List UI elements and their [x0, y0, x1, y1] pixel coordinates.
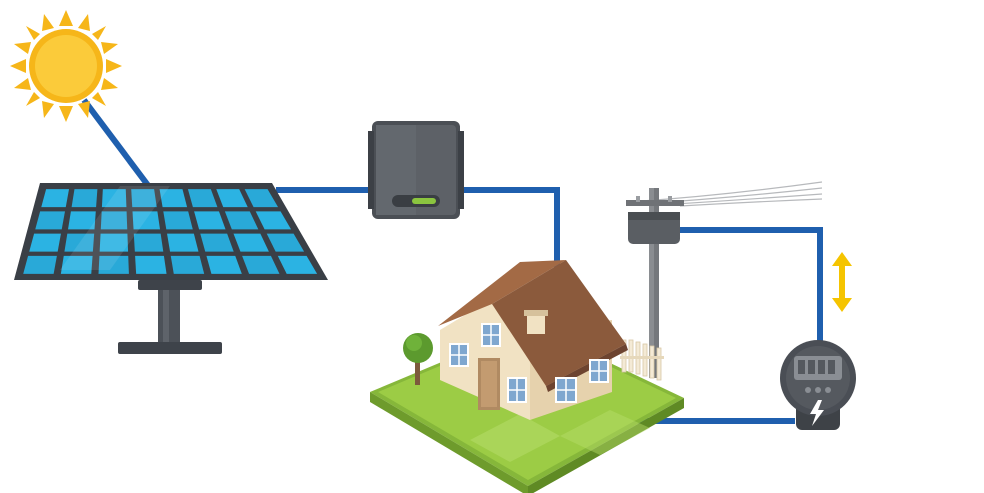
wire-sun-to-panel — [81, 98, 153, 190]
solar-cell — [224, 211, 259, 230]
solar-cell — [194, 211, 226, 230]
solar-cell — [187, 189, 218, 208]
utility-pole-icon — [626, 181, 823, 378]
solar-cell — [206, 255, 242, 274]
solar-cell — [277, 255, 318, 274]
solar-cell — [100, 211, 128, 230]
house-icon — [370, 260, 684, 493]
solar-cell — [99, 233, 129, 252]
solar-cell — [35, 211, 65, 230]
wire-meter-to-pole — [678, 227, 823, 346]
solar-cell — [216, 189, 248, 208]
solar-cell — [167, 233, 199, 252]
solar-cell — [68, 211, 96, 230]
wire-inverter-to-house — [458, 187, 560, 268]
solar-cell — [244, 189, 279, 208]
sun-icon — [10, 10, 122, 122]
solar-cell — [159, 189, 188, 208]
solar-cell — [98, 255, 129, 274]
solar-cell — [170, 255, 205, 274]
solar-cell — [41, 189, 70, 208]
electric-meter-icon — [780, 340, 856, 430]
solar-cell — [23, 255, 57, 274]
solar-cell — [135, 255, 167, 274]
solar-cell — [163, 211, 193, 230]
solar-cell — [255, 211, 292, 230]
solar-cell — [132, 211, 161, 230]
solar-cell — [101, 189, 127, 208]
solar-cell — [71, 189, 98, 208]
solar-cell — [242, 255, 280, 274]
solar-cell — [131, 189, 157, 208]
solar-cell — [29, 233, 61, 252]
solar-cell — [200, 233, 234, 252]
solar-cell — [266, 233, 305, 252]
double-arrow-icon — [832, 252, 852, 312]
solar-cell — [133, 233, 164, 252]
solar-panel-icon — [14, 183, 328, 354]
solar-cell — [233, 233, 269, 252]
inverter-icon — [368, 121, 464, 219]
solar-cell — [64, 233, 95, 252]
solar-cell — [60, 255, 93, 274]
